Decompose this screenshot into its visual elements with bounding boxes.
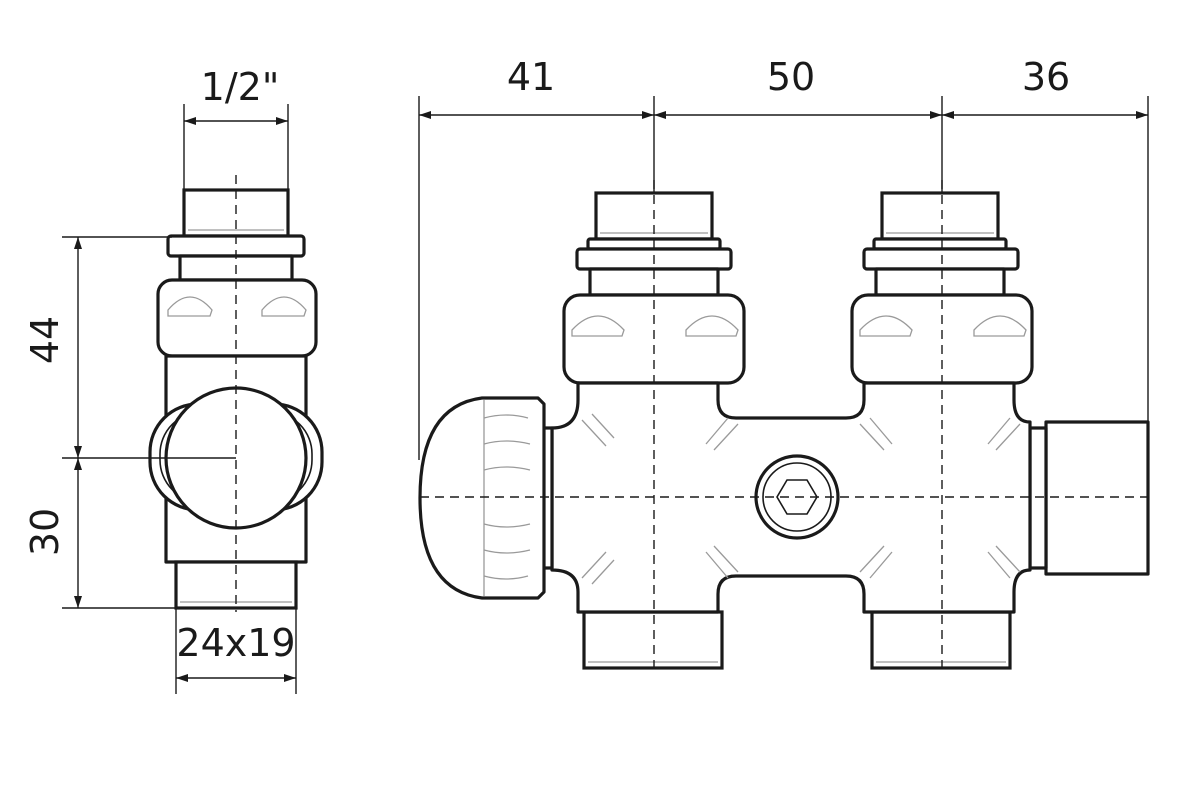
front-knob-grip-marks: [483, 414, 531, 580]
front-right-outlet: [870, 610, 1012, 670]
dim-thread-label: 1/2": [201, 65, 280, 109]
dim-middle-label: 50: [767, 55, 815, 99]
side-view: 1/2" 44 30 24x19: [23, 65, 324, 694]
front-side-neck: [1028, 426, 1048, 570]
dim-bottom-height-label: 30: [23, 508, 67, 556]
front-knob: [418, 396, 554, 600]
dim-right-label: 36: [1022, 55, 1070, 99]
dim-top-height-label: 44: [23, 316, 67, 364]
front-left-outlet: [582, 610, 724, 670]
front-view: 41 50 36: [418, 55, 1152, 672]
front-body-fillet-marks: [581, 413, 1021, 585]
front-side-nut: [1044, 420, 1150, 576]
dim-outlet-thread-label: 24x19: [176, 621, 295, 665]
side-union-nut: [156, 278, 318, 358]
dim-left-label: 41: [507, 55, 555, 99]
